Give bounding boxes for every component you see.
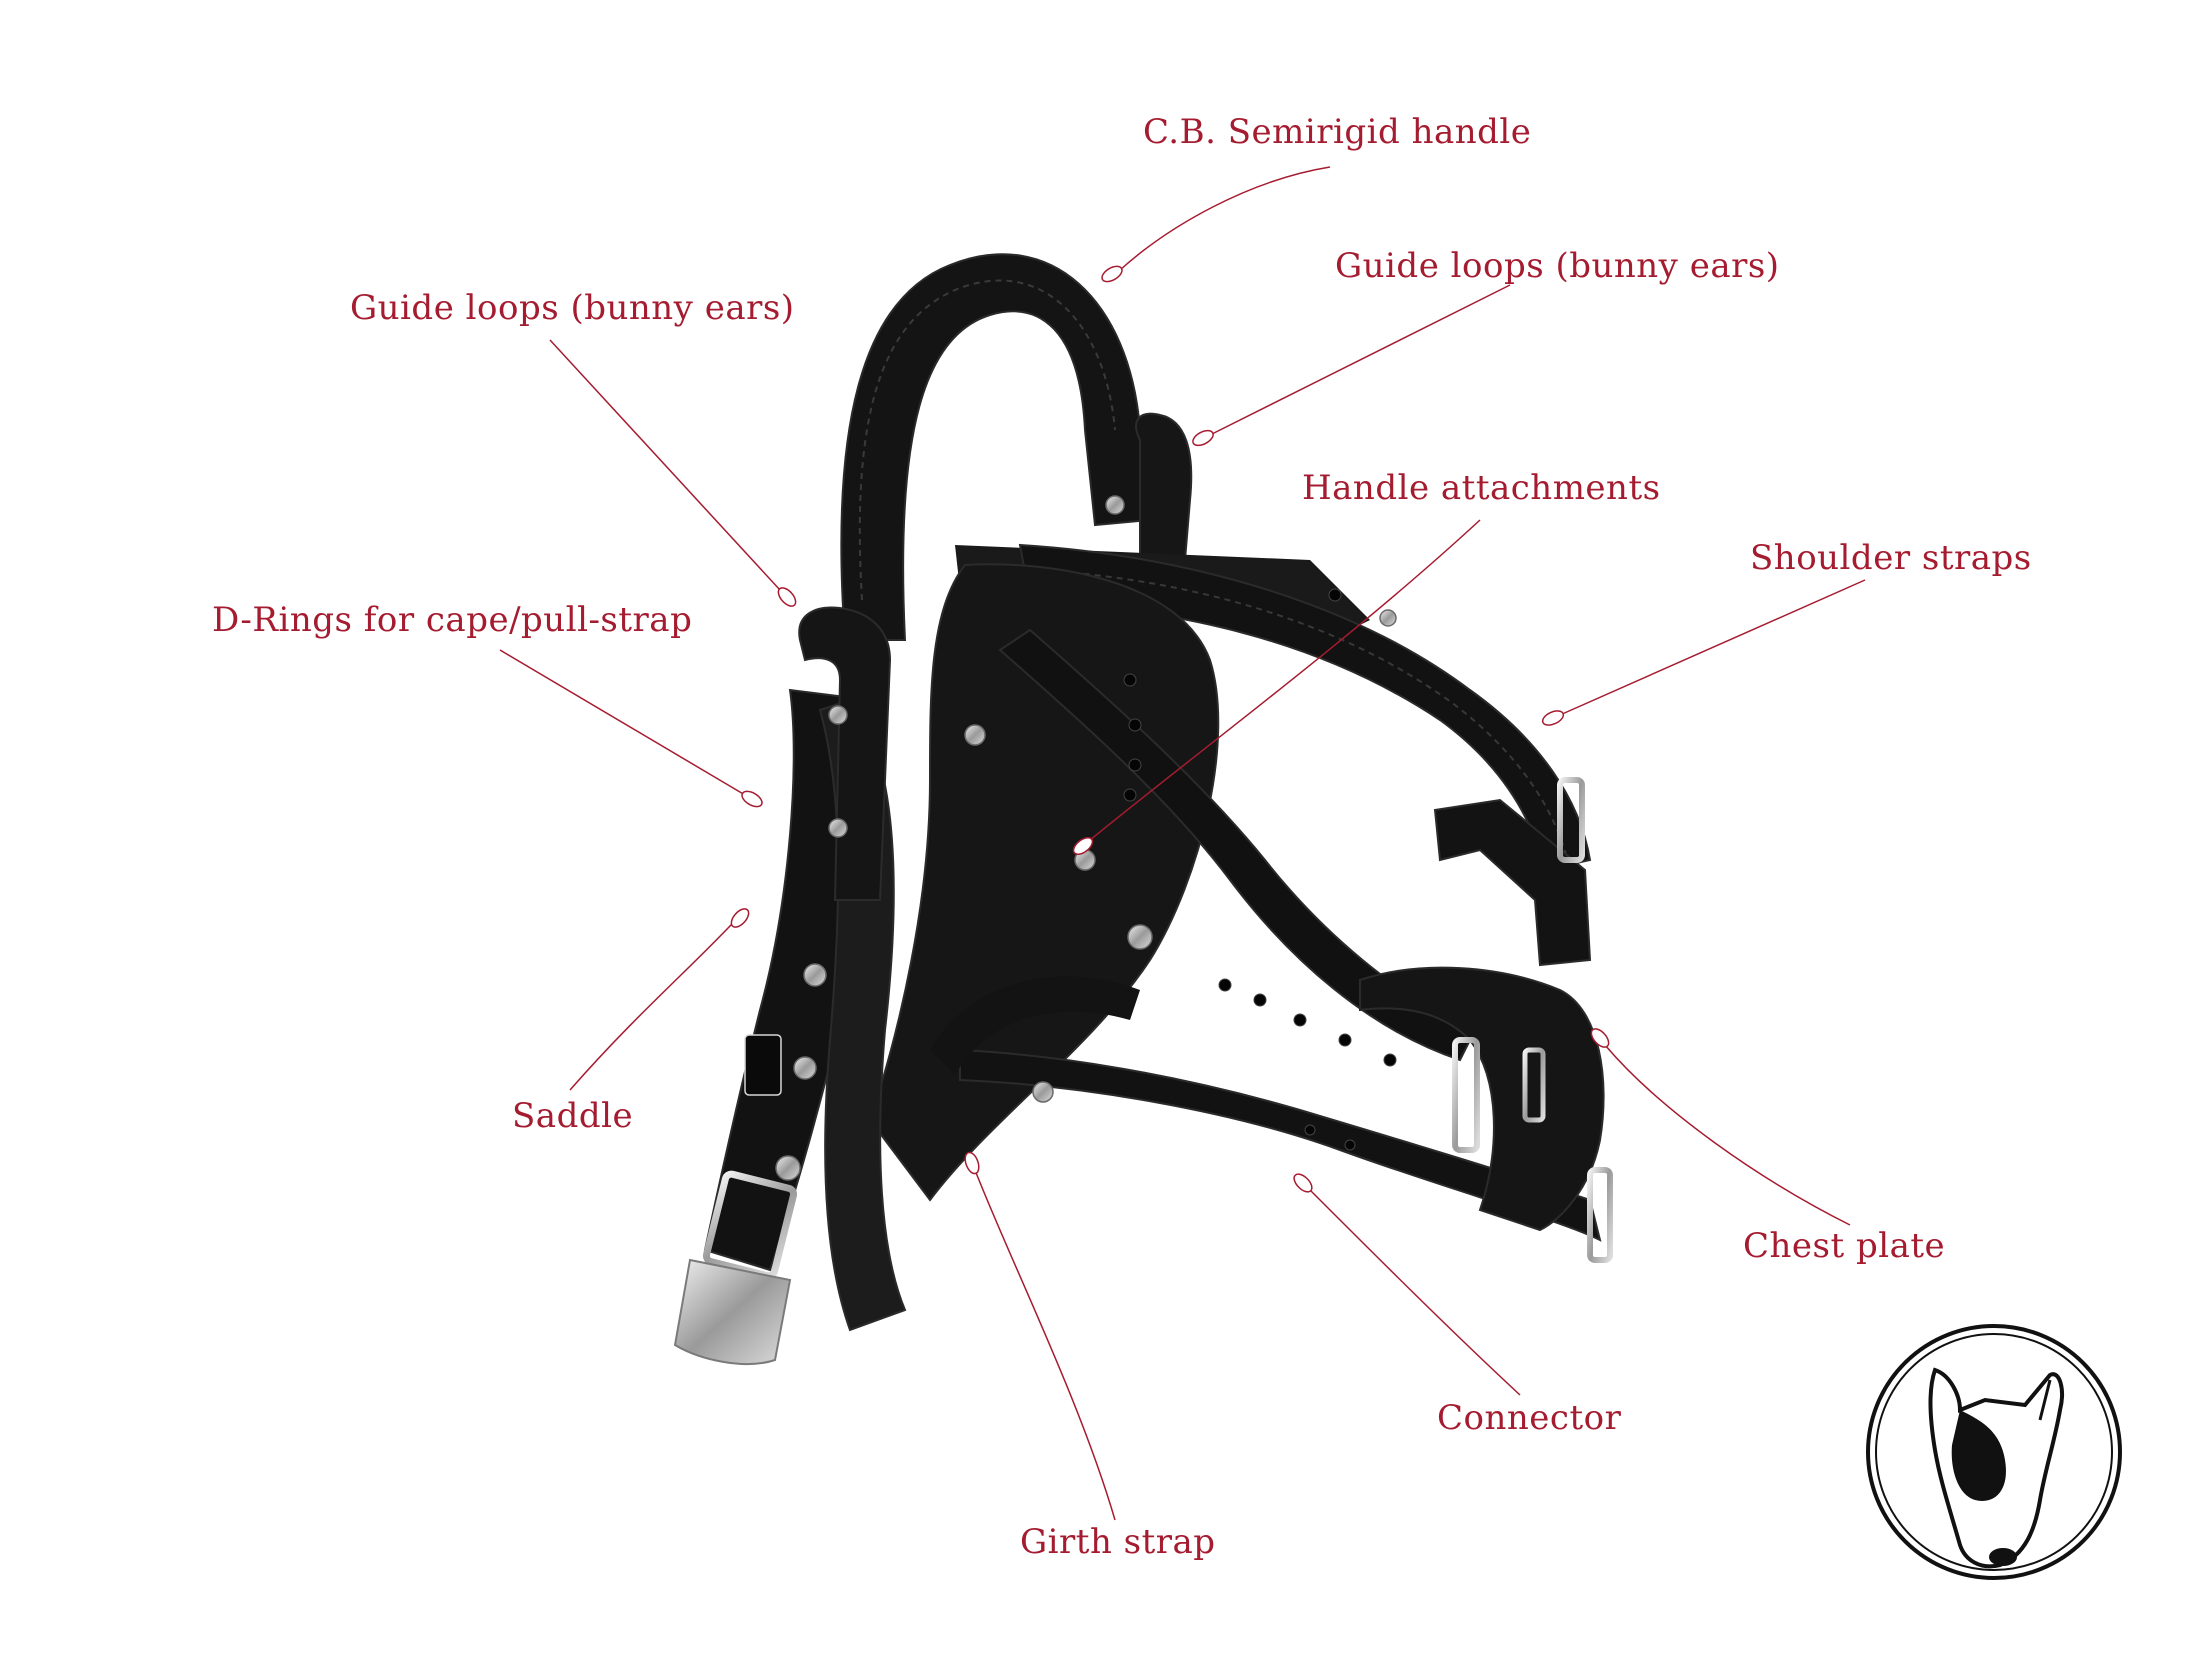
label-shoulder-straps: Shoulder straps: [1750, 538, 2032, 578]
guide-loop-right: [1135, 412, 1193, 561]
label-handle-attachments: Handle attachments: [1302, 468, 1661, 508]
label-guide-loops-left: Guide loops (bunny ears): [350, 288, 795, 328]
label-girth-strap: Girth strap: [1020, 1522, 1216, 1562]
metal-buckles: [673, 777, 1613, 1366]
brand-tag: [744, 1034, 782, 1096]
chest-plate: [1359, 966, 1605, 1232]
label-chest-plate: Chest plate: [1743, 1226, 1946, 1266]
label-saddle: Saddle: [512, 1096, 634, 1136]
girth-strap: [930, 976, 1140, 1075]
leader-lines: [499, 166, 1866, 1521]
harness: [673, 253, 1613, 1366]
strap-holes: [1123, 588, 1397, 1151]
label-d-rings: D-Rings for cape/pull-strap: [212, 600, 693, 640]
label-connector: Connector: [1437, 1398, 1622, 1438]
bull-terrier-head-icon: [1866, 1324, 2122, 1580]
rivets: [775, 495, 1397, 1181]
d-ring-loop: [798, 606, 892, 901]
label-guide-loops-right: Guide loops (bunny ears): [1335, 246, 1780, 286]
leader-leaf-markers: [730, 265, 1610, 1193]
label-semirigid-handle: C.B. Semirigid handle: [1143, 112, 1532, 152]
chest-strap: [998, 628, 1477, 1062]
